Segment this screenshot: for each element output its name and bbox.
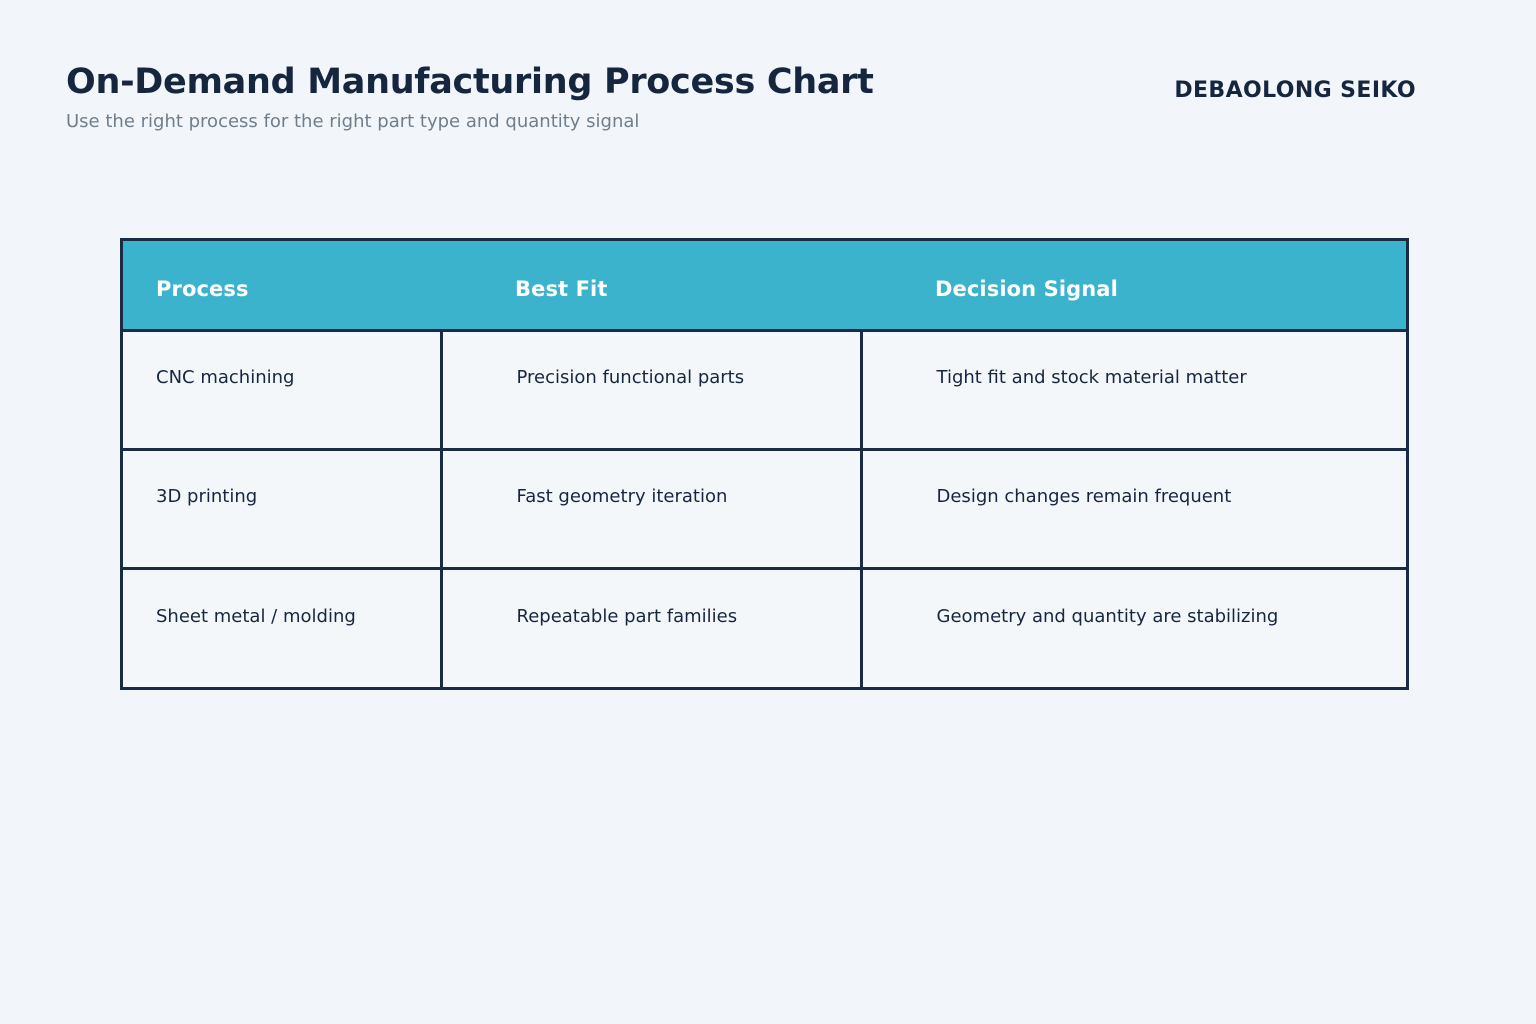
cell-text: Design changes remain frequent [936, 486, 1232, 508]
column-header-process: Process [156, 276, 249, 301]
table-header-row: Process Best Fit Decision Signal [123, 241, 1406, 330]
table-body: CNC machining Precision functional parts… [123, 330, 1406, 687]
cell-process: 3D printing [123, 449, 441, 568]
cell-text: 3D printing [156, 486, 258, 508]
process-table-container: Process Best Fit Decision Signal CNC mac… [120, 238, 1409, 690]
cell-decision-signal: Design changes remain frequent [859, 449, 1406, 568]
cell-best-fit: Repeatable part families [439, 568, 861, 687]
cell-text: Precision functional parts [516, 367, 745, 389]
cell-process: CNC machining [123, 330, 441, 449]
page-title: On-Demand Manufacturing Process Chart [66, 62, 874, 102]
cell-text: Tight fit and stock material matter [936, 367, 1247, 389]
cell-process: Sheet metal / molding [123, 568, 441, 687]
page-header: On-Demand Manufacturing Process Chart Us… [0, 0, 1536, 180]
cell-text: Fast geometry iteration [516, 486, 728, 508]
table-row: CNC machining Precision functional parts… [123, 330, 1406, 449]
cell-text: Sheet metal / molding [156, 606, 356, 628]
cell-decision-signal: Geometry and quantity are stabilizing [859, 568, 1406, 687]
table-row: Sheet metal / molding Repeatable part fa… [123, 568, 1406, 687]
cell-best-fit: Precision functional parts [439, 330, 861, 449]
table-row: 3D printing Fast geometry iteration Desi… [123, 449, 1406, 568]
table-head: Process Best Fit Decision Signal [123, 241, 1406, 330]
cell-text: Geometry and quantity are stabilizing [936, 606, 1279, 628]
cell-text: CNC machining [156, 367, 295, 389]
page-subtitle: Use the right process for the right part… [66, 111, 640, 133]
title-block: On-Demand Manufacturing Process Chart Us… [66, 62, 874, 133]
brand-wordmark: DEBAOLONG SEIKO [1174, 78, 1416, 103]
cell-text: Repeatable part families [516, 606, 738, 628]
column-header-decision-signal: Decision Signal [935, 276, 1118, 301]
cell-best-fit: Fast geometry iteration [439, 449, 861, 568]
cell-decision-signal: Tight fit and stock material matter [859, 330, 1406, 449]
column-header-best-fit: Best Fit [515, 276, 608, 301]
process-table: Process Best Fit Decision Signal CNC mac… [123, 241, 1406, 687]
